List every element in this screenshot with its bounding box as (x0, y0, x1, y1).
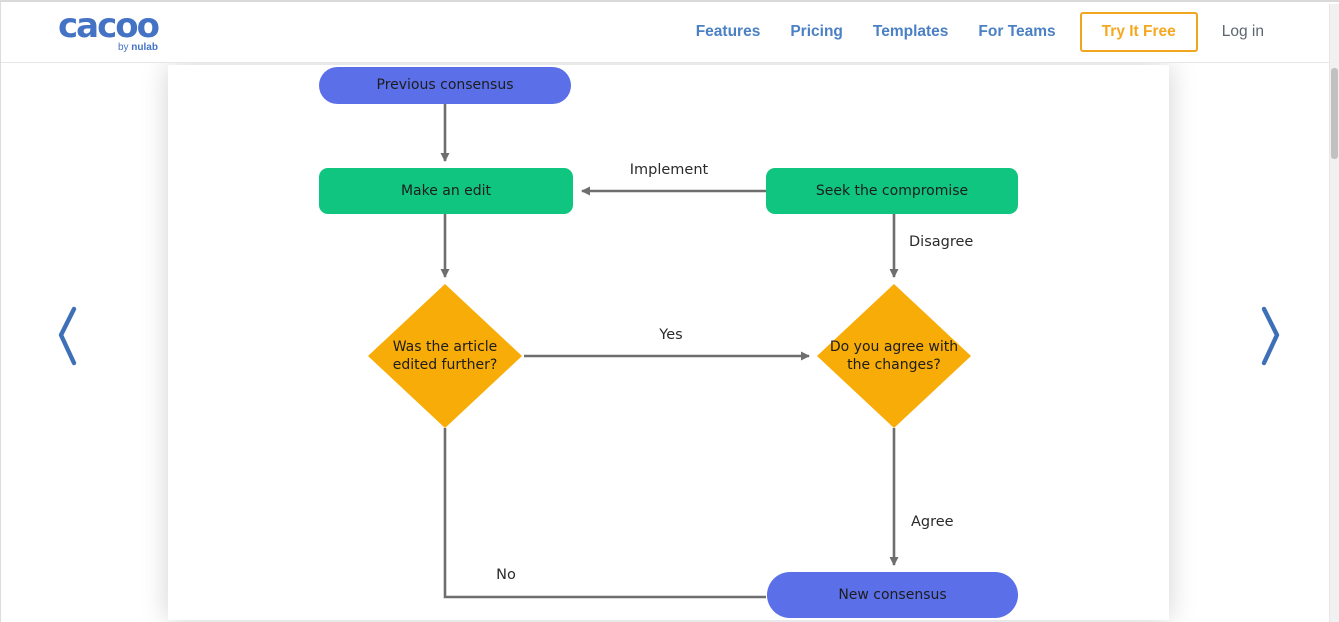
flow-node-do-you-agree (817, 284, 971, 428)
nulab-byline: by nulab (117, 42, 158, 53)
nav-pricing[interactable]: Pricing (790, 23, 843, 40)
main-nav: Features Pricing Templates For Teams Try… (696, 12, 1264, 52)
flowchart-canvas (319, 67, 1018, 618)
flow-node-make-an-edit (319, 168, 573, 214)
chevron-right-icon[interactable] (1258, 305, 1284, 367)
edge-label-disagree: Disagree (909, 234, 974, 250)
node-label-seek-the-compromise: Seek the compromise (815, 182, 969, 199)
cacoo-logo[interactable]: cacoo by nulab (58, 6, 160, 53)
nav-features[interactable]: Features (695, 23, 761, 40)
scrollbar-track[interactable] (1329, 4, 1339, 622)
edge-label-implement: Implement (629, 162, 709, 178)
edge-wasedited-to-new-no (443, 428, 766, 599)
site-header: cacoo by nulab Features Pricing Template… (1, 2, 1339, 63)
flow-node-seek-the-compromise (766, 168, 1018, 214)
nav-templates[interactable]: Templates (872, 23, 949, 40)
chevron-left-icon[interactable] (54, 305, 80, 367)
template-carousel: Previous consensus Make an edit Seek the… (1, 65, 1339, 622)
nav-for-teams[interactable]: For Teams (978, 23, 1056, 40)
edge-label-yes: Yes (659, 327, 683, 343)
scrollbar-thumb[interactable] (1331, 68, 1338, 159)
node-label-do-you-agree: Do you agree with the changes? (829, 338, 959, 373)
node-label-new-consensus: New consensus (838, 586, 947, 603)
flowchart-edges (440, 104, 899, 599)
try-it-free-button[interactable]: Try It Free (1079, 12, 1198, 52)
log-in-link[interactable]: Log in (1221, 23, 1264, 40)
cacoo-wordmark: cacoo (58, 6, 160, 46)
node-label-make-an-edit: Make an edit (400, 182, 492, 199)
flow-node-was-article-edited (368, 284, 522, 428)
flow-node-previous-consensus (319, 67, 571, 104)
edge-label-agree: Agree (911, 514, 954, 530)
node-label-was-article-edited: Was the article edited further? (392, 338, 498, 373)
edge-label-no: No (496, 567, 516, 583)
node-label-previous-consensus: Previous consensus (376, 77, 514, 94)
flow-node-new-consensus (767, 572, 1018, 618)
template-slide-card[interactable]: Previous consensus Make an edit Seek the… (168, 65, 1169, 620)
